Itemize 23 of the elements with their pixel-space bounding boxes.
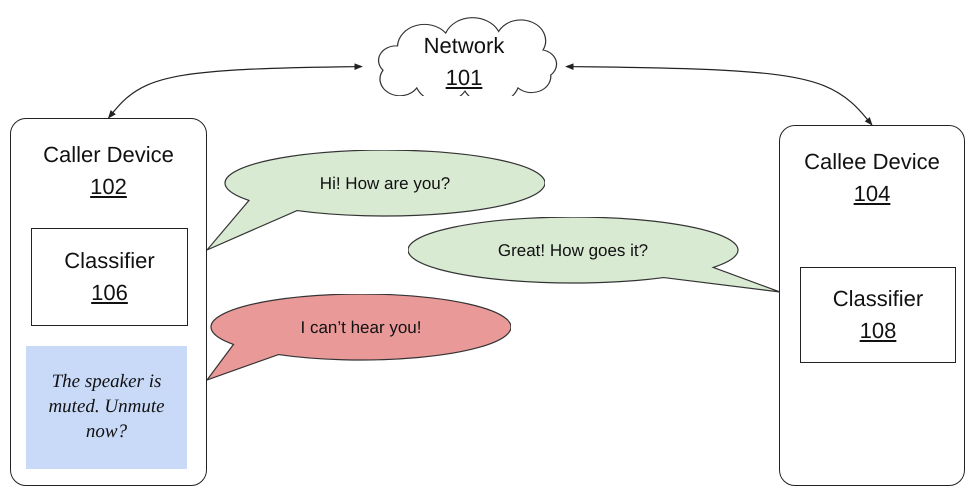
reference-number: 108 (858, 317, 898, 345)
reference-number: 102 (89, 172, 128, 201)
device-box (779, 125, 965, 486)
classifier-box (31, 228, 188, 326)
node-title: Classifier (63, 247, 156, 276)
notification-box (26, 346, 187, 469)
node-title: Classifier (832, 285, 924, 314)
speech-bubble (408, 217, 781, 293)
speech-text: Hi! How are you? (318, 173, 452, 195)
notification-text: The speaker is muted. Unmute now? (47, 370, 166, 444)
node-title: Callee Device (803, 148, 941, 176)
reference-number: 106 (90, 279, 129, 307)
arrow (565, 63, 873, 126)
reference-number: 101 (444, 64, 484, 92)
node-title: Network (422, 32, 506, 60)
classifier-box (800, 267, 956, 363)
speech-text: Great! How goes it? (496, 240, 650, 262)
speech-bubble (207, 294, 511, 381)
speech-text: I can’t hear you! (300, 317, 422, 339)
arrow (108, 63, 363, 119)
device-box (10, 118, 207, 486)
reference-number: 104 (852, 180, 892, 208)
node-title: Caller Device (42, 141, 175, 169)
